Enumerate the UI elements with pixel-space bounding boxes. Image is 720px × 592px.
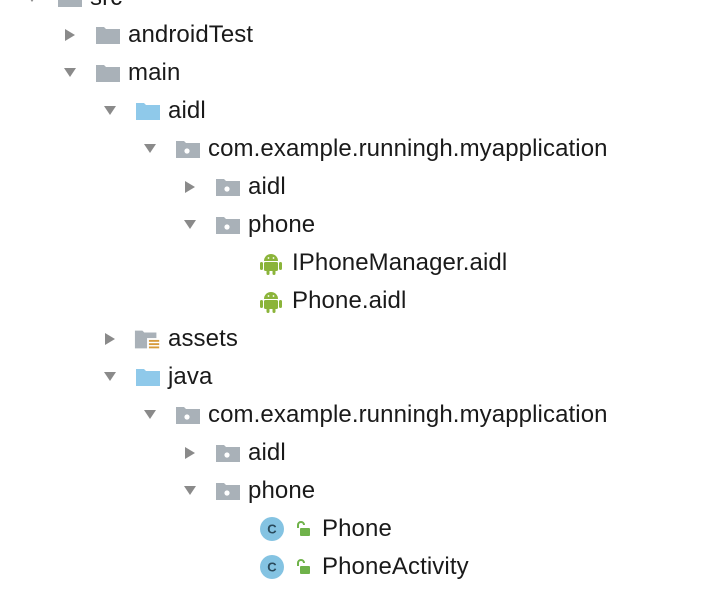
tree-item-label: com.example.runningh.myapplication	[208, 135, 608, 162]
tree-item-label: aidl	[248, 439, 286, 466]
resource-folder-icon	[134, 327, 162, 351]
tree-item-label: java	[168, 363, 213, 390]
tree-item-label: src	[90, 0, 122, 10]
unlocked-icon	[292, 518, 314, 540]
tree-row-phoneactivity-class[interactable]: C PhoneActivity	[258, 548, 469, 586]
expand-arrow-right-icon[interactable]	[178, 441, 202, 465]
tree-row-phone-aidl[interactable]: Phone.aidl	[256, 282, 406, 320]
tree-row-phone-package[interactable]: phone	[178, 472, 315, 510]
class-icon: C	[258, 555, 286, 579]
tree-row-phone-package[interactable]: phone	[178, 206, 315, 244]
tree-row-iphonemanager-aidl[interactable]: IPhoneManager.aidl	[256, 244, 507, 282]
svg-text:C: C	[267, 522, 277, 537]
tree-row-aidl-package[interactable]: aidl	[178, 168, 286, 206]
class-icon: C	[258, 517, 286, 541]
tree-row-phone-class[interactable]: C Phone	[258, 510, 392, 548]
tree-item-label: Phone	[322, 515, 392, 542]
expand-arrow-down-icon[interactable]	[178, 479, 202, 503]
tree-item-label: phone	[248, 477, 316, 504]
expand-arrow-down-icon[interactable]	[20, 0, 44, 10]
folder-icon	[56, 0, 84, 10]
tree-row-androidtest[interactable]: androidTest	[58, 16, 253, 54]
folder-icon	[94, 23, 122, 47]
tree-item-label: assets	[168, 325, 238, 352]
tree-item-label: androidTest	[128, 21, 254, 48]
tree-item-label: phone	[248, 211, 316, 238]
tree-item-label: IPhoneManager.aidl	[292, 249, 508, 276]
android-icon	[256, 289, 286, 313]
tree-row-assets[interactable]: assets	[98, 320, 238, 358]
tree-item-label: PhoneActivity	[322, 553, 469, 580]
expand-arrow-down-icon[interactable]	[138, 403, 162, 427]
android-icon	[256, 251, 286, 275]
tree-item-label: aidl	[248, 173, 286, 200]
expand-arrow-right-icon[interactable]	[98, 327, 122, 351]
expand-arrow-down-icon[interactable]	[98, 99, 122, 123]
tree-row-aidl-package[interactable]: aidl	[178, 434, 286, 472]
folder-icon	[94, 61, 122, 85]
expand-arrow-right-icon[interactable]	[178, 175, 202, 199]
tree-item-label: Phone.aidl	[292, 287, 407, 314]
tree-row-package[interactable]: com.example.runningh.myapplication	[138, 130, 608, 168]
package-icon	[214, 213, 242, 237]
expand-arrow-down-icon[interactable]	[178, 213, 202, 237]
expand-arrow-down-icon[interactable]	[138, 137, 162, 161]
package-icon	[214, 479, 242, 503]
tree-row-main[interactable]: main	[58, 54, 180, 92]
expand-arrow-down-icon[interactable]	[98, 365, 122, 389]
svg-text:C: C	[267, 560, 277, 575]
tree-row-src[interactable]: src	[20, 0, 122, 17]
expand-arrow-down-icon[interactable]	[58, 61, 82, 85]
expand-arrow-right-icon[interactable]	[58, 23, 82, 47]
unlocked-icon	[292, 556, 314, 578]
tree-row-aidl-source[interactable]: aidl	[98, 92, 206, 130]
source-folder-icon	[134, 99, 162, 123]
tree-item-label: com.example.runningh.myapplication	[208, 401, 608, 428]
package-icon	[174, 137, 202, 161]
source-folder-icon	[134, 365, 162, 389]
package-icon	[214, 441, 242, 465]
tree-item-label: aidl	[168, 97, 206, 124]
tree-item-label: main	[128, 59, 181, 86]
tree-row-java[interactable]: java	[98, 358, 212, 396]
tree-row-package[interactable]: com.example.runningh.myapplication	[138, 396, 608, 434]
package-icon	[214, 175, 242, 199]
package-icon	[174, 403, 202, 427]
